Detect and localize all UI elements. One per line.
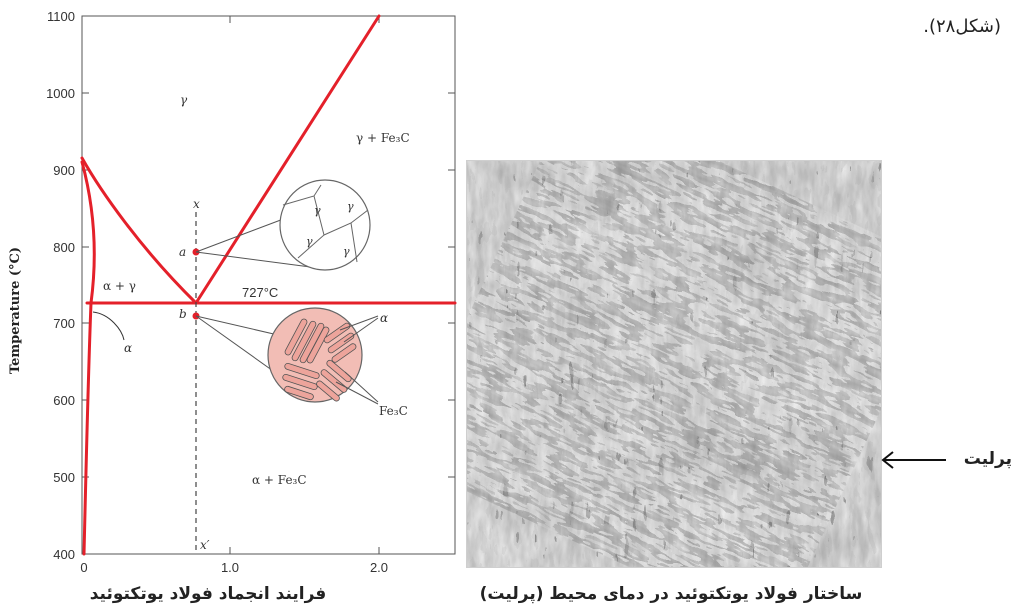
left-arrow-icon	[881, 451, 946, 469]
y-tick-label: 400	[53, 547, 75, 562]
cementite-lamella	[306, 326, 330, 364]
grain-leader-line	[195, 251, 319, 269]
pearlite-leader-line	[195, 315, 279, 336]
pearlite-micrograph	[467, 161, 881, 567]
cementite-lamella	[282, 373, 318, 391]
y-tick-label: 1000	[46, 86, 75, 101]
region-alpha-fe3c-label: α + Fe₃C	[252, 473, 307, 487]
grain-label: γ	[314, 204, 321, 217]
cementite-lamella	[327, 332, 355, 354]
alpha-leader-line	[339, 315, 379, 331]
pearlite-colony-circle	[267, 307, 363, 403]
region-alpha-gamma-label: α + γ	[103, 279, 136, 293]
alpha-leader-line	[343, 317, 379, 343]
grain-label: γ	[306, 235, 313, 248]
fe3c-leader-line	[344, 371, 379, 403]
cementite-lamella	[331, 343, 357, 363]
y-tick-label: 600	[53, 393, 75, 408]
grain-label: γ	[343, 245, 350, 258]
plot-frame	[81, 15, 456, 555]
eutectoid-temperature-label: 727°C	[242, 285, 278, 300]
a3-boundary-line	[80, 156, 198, 305]
y-tick-label: 800	[53, 240, 75, 255]
phase-boundaries	[80, 14, 457, 556]
micrograph-caption: ساختار فولاد یوتکتوئید در دمای محیط (پرل…	[479, 584, 863, 604]
fe3c-leader-line	[335, 381, 379, 405]
pearlite-leader-line	[195, 315, 284, 379]
y-tick-label: 700	[53, 316, 75, 331]
acm-boundary-line	[194, 14, 381, 305]
composition-label-bottom: x′	[200, 538, 210, 552]
cementite-lamella	[326, 359, 352, 383]
x-axis	[229, 16, 380, 554]
pearlite-alpha-label: α	[380, 311, 388, 325]
alpha-solvus-line	[80, 160, 96, 556]
cementite-lamella	[284, 318, 308, 356]
y-tick-label: 500	[53, 470, 75, 485]
x-tick-label: 2.0	[370, 560, 388, 575]
phase-diagram-caption: فرایند انجماد فولاد یوتکتوئید	[89, 584, 327, 604]
shading-texture	[467, 161, 881, 567]
pearlite-pointer: پرلیت	[880, 447, 1012, 477]
phase-diagram: 1100 1000 900 800 700 600 500 400 0 1.0 …	[46, 9, 457, 575]
cementite-lamella	[284, 362, 320, 380]
point-b-label: b	[179, 307, 187, 321]
pearlite-pointer-label: پرلیت	[963, 449, 1012, 469]
cementite-lamella	[316, 380, 340, 402]
region-alpha-label: α	[124, 341, 132, 355]
point-a-label: a	[179, 245, 186, 259]
y-tick-label: 1100	[47, 9, 75, 24]
y-tick-label: 900	[53, 163, 75, 178]
composition-label-top: x	[193, 197, 200, 211]
y-axis-title-text: Temperature (°C)	[8, 246, 24, 374]
grain-leader-line	[195, 217, 287, 253]
x-tick-label: 1.0	[221, 560, 239, 575]
pearlite-fe3c-label: Fe₃C	[379, 404, 408, 418]
y-axis-title: Temperature (°C)	[4, 130, 28, 490]
region-gamma-label: γ	[180, 93, 188, 107]
austenite-grain-circle	[279, 179, 371, 271]
region-gamma-fe3c-label: γ + Fe₃C	[356, 131, 410, 145]
grain-boundaries	[282, 184, 369, 263]
cementite-lamella	[323, 322, 351, 344]
cementite-lamella	[284, 385, 314, 401]
cementite-lamella	[320, 369, 348, 393]
alpha-pointer-curve	[92, 311, 125, 341]
x-tick-label: 0	[80, 560, 87, 575]
grain-label: γ	[347, 200, 354, 213]
pearlite-micrograph-frame	[466, 160, 882, 568]
cementite-lamella	[291, 320, 317, 362]
figure-label: (شکل۲۸).	[923, 16, 1001, 37]
